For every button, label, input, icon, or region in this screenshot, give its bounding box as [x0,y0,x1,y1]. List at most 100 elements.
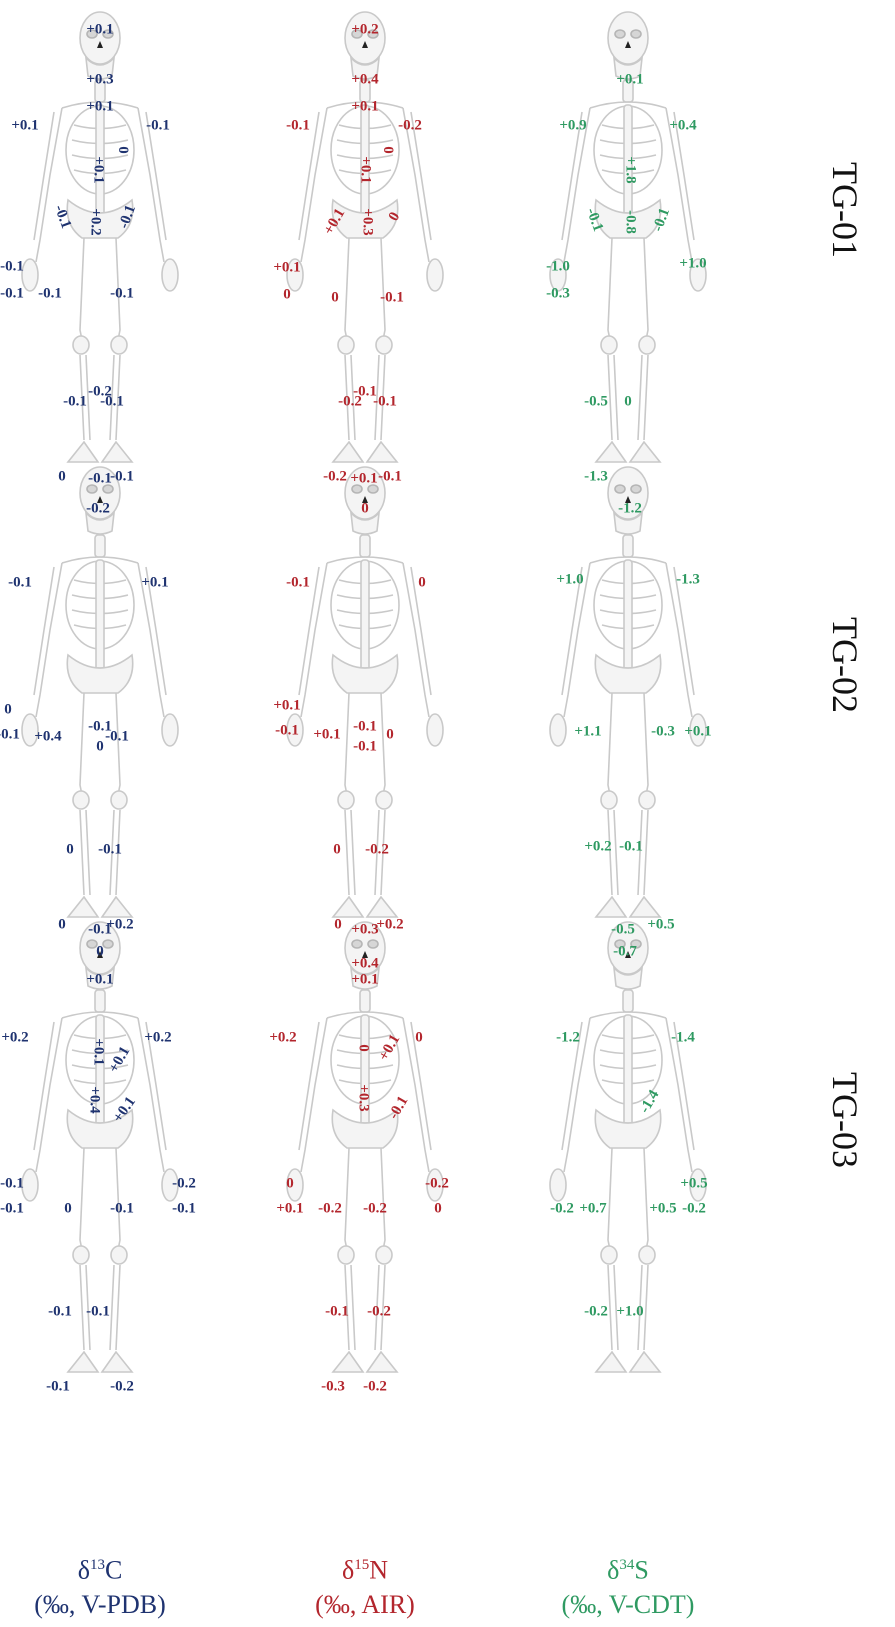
value-label-c: +0.1 [86,98,114,115]
value-label-s: +0.9 [559,117,587,134]
value-label-n: +0.1 [351,98,379,115]
value-label-c: +0.4 [34,728,62,745]
skeleton-outline [286,11,444,463]
value-label-c: -0.1 [86,1303,110,1320]
value-label-c: -0.2 [110,1378,134,1395]
value-label-c: 0 [58,916,66,933]
value-label-c: -0.1 [98,841,122,858]
skeleton-outline [549,466,707,918]
value-label-c: -0.1 [146,117,170,134]
value-label-c: 0 [96,943,104,960]
row-label-tg03: TG-03 [825,1072,865,1168]
value-label-c: +0.3 [86,71,114,88]
value-label-c: -0.1 [110,468,134,485]
value-label-n: 0 [334,916,342,933]
value-label-n: -0.2 [367,1303,391,1320]
value-label-n: 0 [381,146,398,154]
value-label-c: -0.1 [46,1378,70,1395]
value-label-n: +0.1 [350,470,378,487]
value-label-c: -0.1 [0,1175,24,1192]
value-label-n: +0.1 [357,156,374,184]
value-label-s: -1.0 [546,258,570,275]
value-label-s: +1.0 [616,1303,644,1320]
value-label-s: -0.2 [682,1200,706,1217]
value-label-n: -0.2 [363,1378,387,1395]
value-label-s: -0.3 [651,723,675,740]
value-label-n: -0.3 [321,1378,345,1395]
skeleton-outline [21,921,179,1373]
value-label-n: +0.1 [273,259,301,276]
value-label-n: -0.2 [338,393,362,410]
value-label-n: +0.1 [276,1200,304,1217]
value-label-n: +0.3 [351,921,379,938]
value-label-n: -0.1 [353,383,377,400]
value-label-c: -0.2 [86,500,110,517]
skeleton-outline [549,11,707,463]
skeleton-outline [286,921,444,1373]
value-label-n: 0 [331,289,339,306]
value-label-s: +1.0 [679,255,707,272]
value-label-c: -0.1 [110,285,134,302]
value-label-s: +1.0 [556,571,584,588]
value-label-n: 0 [283,286,291,303]
value-label-n: 0 [386,726,394,743]
value-label-n: 0 [418,574,426,591]
value-label-n: +0.4 [351,955,379,972]
value-label-n: +0.2 [269,1029,297,1046]
axis-label-nitrogen: δ15N (‰, AIR) [315,1555,415,1619]
value-label-c: -0.1 [0,258,24,275]
value-label-c: -0.2 [88,383,112,400]
value-label-n: 0 [434,1200,442,1217]
value-label-c: -0.1 [8,574,32,591]
value-label-n: 0 [361,500,369,517]
value-label-s: -0.2 [584,1303,608,1320]
value-label-c: -0.1 [100,393,124,410]
value-label-c: 0 [66,841,74,858]
value-label-c: 0 [58,468,66,485]
axis-label-sulfur: δ34S (‰, V-CDT) [561,1555,695,1619]
value-label-s: +0.1 [616,71,644,88]
value-label-s: -0.5 [584,393,608,410]
value-label-s: 0 [624,393,632,410]
value-label-n: -0.1 [275,722,299,739]
value-label-c: -0.1 [0,726,20,743]
value-label-s: -1.2 [556,1029,580,1046]
value-label-c: -0.1 [0,1200,24,1217]
value-label-c: -0.2 [172,1175,196,1192]
value-label-c: 0 [96,738,104,755]
value-label-s: -0.3 [546,285,570,302]
value-label-s: -1.3 [584,468,608,485]
value-label-s: -0.5 [611,921,635,938]
row-label-tg02: TG-02 [825,617,865,713]
value-label-c: -0.1 [48,1303,72,1320]
value-label-n: -0.1 [378,468,402,485]
value-label-n: 0 [333,841,341,858]
value-label-n: -0.1 [325,1303,349,1320]
value-label-c: +0.2 [144,1029,172,1046]
value-label-n: 0 [415,1029,423,1046]
value-label-n: +0.1 [273,697,301,714]
value-label-c: -0.1 [172,1200,196,1217]
value-label-n: -0.1 [380,289,404,306]
value-label-n: -0.2 [425,1175,449,1192]
value-label-s: -0.7 [613,943,637,960]
value-label-c: -0.1 [110,1200,134,1217]
value-label-n: 0 [355,1044,372,1052]
value-label-n: +0.3 [359,208,376,236]
value-label-s: -1.2 [618,500,642,517]
value-label-n: -0.1 [373,393,397,410]
value-label-n: +0.1 [313,726,341,743]
value-label-c: 0 [4,701,12,718]
value-label-n: +0.4 [351,71,379,88]
value-label-c: -0.1 [38,285,62,302]
value-label-c: +0.2 [106,916,134,933]
value-label-s: +0.5 [647,916,675,933]
skeleton-outline [21,11,179,463]
value-label-c: +0.2 [1,1029,29,1046]
skeleton-outline [549,921,707,1373]
value-label-s: +0.4 [669,117,697,134]
value-label-n: +0.2 [376,916,404,933]
value-label-c: 0 [64,1200,72,1217]
